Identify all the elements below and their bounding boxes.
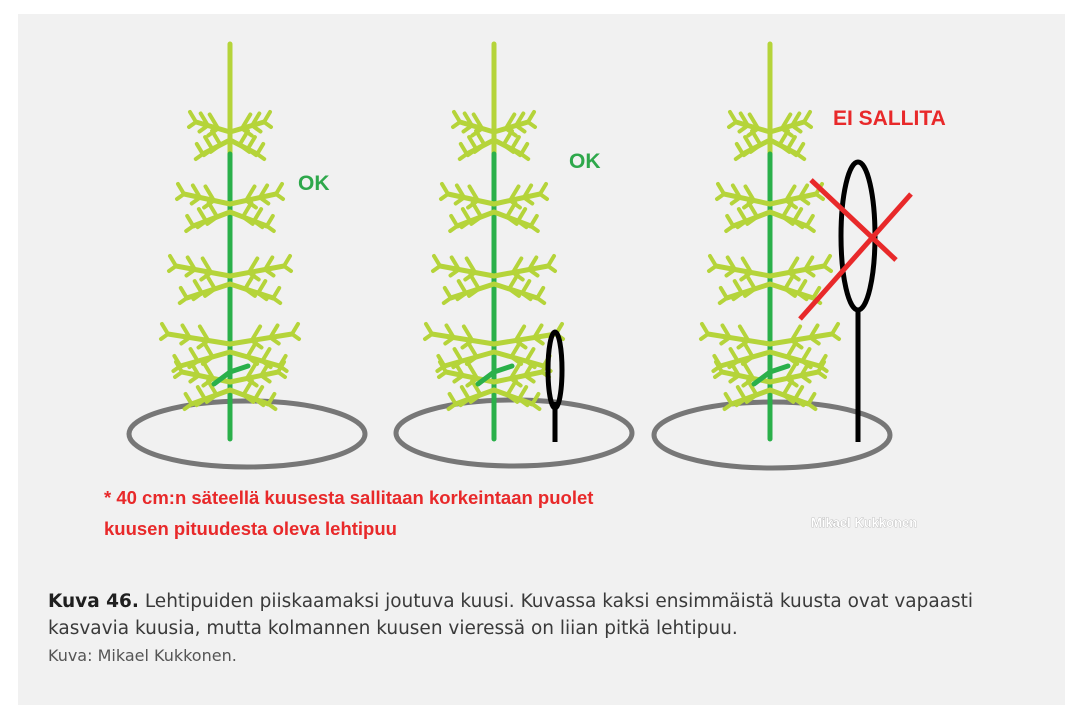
spruce-tree-1: OK <box>129 44 365 467</box>
radius-circle <box>129 401 365 467</box>
spruce-drawing <box>701 44 839 439</box>
ok-label: OK <box>569 150 601 173</box>
small-deciduous-tree <box>548 332 562 442</box>
author-watermark: Mikael Kukkonen <box>811 515 917 530</box>
note-line-2: kuusen pituudesta oleva lehtipuu <box>104 518 397 539</box>
figure: OK OK EI SALLITA <box>18 14 1065 705</box>
radius-circle <box>396 400 632 466</box>
caption-body: Lehtipuiden piiskaamaksi joutuva kuusi. … <box>48 591 973 639</box>
spruce-tree-2: OK <box>396 44 632 466</box>
note-line-1: * 40 cm:n säteellä kuusesta sallitaan ko… <box>104 487 593 508</box>
spruce-illustration: OK OK EI SALLITA <box>18 14 1065 562</box>
cross-mark-icon <box>800 180 911 319</box>
ok-label: OK <box>298 172 330 195</box>
spruce-drawing <box>425 44 563 439</box>
caption-credit: Kuva: Mikael Kukkonen. <box>48 646 237 665</box>
spruce-tree-3: EI SALLITA <box>654 44 946 468</box>
spruce-drawing <box>161 44 299 439</box>
caption-figure-number: Kuva 46. <box>48 591 139 612</box>
forbidden-label: EI SALLITA <box>833 107 946 130</box>
tall-deciduous-tree <box>841 162 875 442</box>
figure-caption: Kuva 46. Lehtipuiden piiskaamaksi joutuv… <box>48 588 1058 669</box>
